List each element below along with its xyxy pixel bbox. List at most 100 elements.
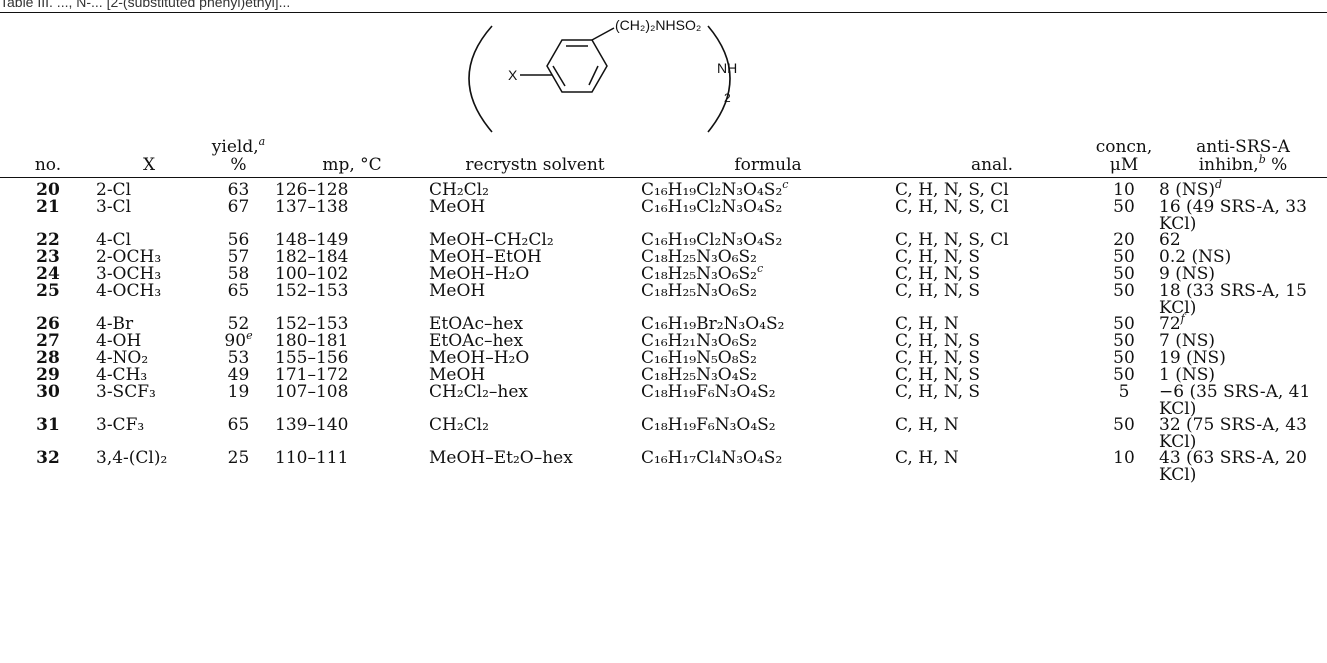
cell-no: 29: [36, 365, 60, 385]
cell-anal: C, H, N, S: [895, 348, 981, 368]
cell-x: 4-Cl: [96, 230, 132, 250]
cell-mp: 155–156: [275, 348, 349, 368]
compound-table: no. X yield,a % mp, °C recrystn solvent …: [0, 136, 1327, 483]
cell-concn: 50: [1113, 348, 1135, 368]
col-header-anal: anal.: [895, 138, 1089, 178]
col-header-concn: concn, μM: [1089, 138, 1159, 178]
cell-anal: C, H, N, S: [895, 382, 981, 402]
cell-anal: C, H, N, S: [895, 264, 981, 284]
cell-mp: 110–111: [275, 448, 349, 468]
dimer-subscript: 2: [724, 91, 731, 105]
cell-formula: C₁₆H₂₁N₃O₆S₂: [641, 331, 757, 351]
cell-inhibn: 43 (63 SRS-A, 20 KCl): [1159, 448, 1307, 485]
chain-label: (CH₂)₂NHSO₂: [615, 17, 701, 33]
cell-formula: C₁₆H₁₉Cl₂N₃O₄S₂c: [641, 178, 789, 200]
structure-drawing: X (CH₂)₂NHSO₂ NH 2: [468, 17, 737, 133]
cell-inhibn: 19 (NS): [1159, 348, 1226, 368]
cell-no: 31: [36, 415, 60, 435]
cell-anal: C, H, N: [895, 415, 959, 435]
cell-no: 30: [36, 382, 60, 402]
cell-inhibn: 8 (NS)d: [1159, 178, 1223, 200]
cell-solvent: MeOH–CH₂Cl₂: [429, 230, 554, 250]
cell-x: 3-SCF₃: [96, 382, 156, 402]
cell-yield: 65: [227, 281, 250, 301]
cell-mp: 182–184: [275, 247, 349, 267]
cell-concn: 50: [1113, 365, 1135, 385]
cell-mp: 152–153: [275, 314, 349, 334]
cell-inhibn: −6 (35 SRS-A, 41 KCl): [1159, 382, 1311, 419]
cell-yield: 63: [227, 180, 250, 200]
cell-yield: 90e: [224, 329, 253, 351]
cell-anal: C, H, N, S: [895, 331, 981, 351]
cell-x: 2-Cl: [96, 180, 132, 200]
cell-x: 4-Br: [96, 314, 134, 334]
cell-x: 3-OCH₃: [96, 264, 162, 284]
cell-formula: C₁₈H₂₅N₃O₆S₂: [641, 281, 757, 301]
cell-anal: C, H, N, S, Cl: [895, 230, 1009, 250]
cell-solvent: EtOAc–hex: [429, 314, 524, 334]
cell-concn: 50: [1113, 331, 1135, 351]
cell-concn: 50: [1113, 281, 1135, 301]
cell-formula: C₁₆H₁₉Cl₂N₃O₄S₂: [641, 197, 783, 217]
cell-inhibn: 9 (NS): [1159, 264, 1216, 284]
cell-concn: 50: [1113, 247, 1135, 267]
cell-no: 32: [36, 448, 60, 468]
cell-x: 4-OCH₃: [96, 281, 162, 301]
cell-concn: 50: [1113, 415, 1135, 435]
cell-inhibn: 18 (33 SRS-A, 15 KCl): [1159, 281, 1307, 318]
cell-solvent: EtOAc–hex: [429, 331, 524, 351]
cell-x: 3-CF₃: [96, 415, 145, 435]
cell-solvent: MeOH: [429, 197, 486, 217]
cell-mp: 100–102: [275, 264, 349, 284]
cell-inhibn: 0.2 (NS): [1159, 247, 1232, 267]
cell-anal: C, H, N, S: [895, 247, 981, 267]
cell-solvent: MeOH: [429, 365, 486, 385]
cell-anal: C, H, N, S, Cl: [895, 180, 1009, 200]
cell-solvent: CH₂Cl₂–hex: [429, 382, 529, 402]
cell-x: 3-Cl: [96, 197, 132, 217]
benzene-ring: [520, 27, 615, 93]
cell-formula: C₁₈H₂₅N₃O₆S₂c: [641, 262, 764, 284]
col-header-yield: yield,a %: [202, 136, 275, 178]
cell-yield: 65: [227, 415, 250, 435]
cell-no: 26: [36, 314, 60, 334]
cell-anal: C, H, N, S, Cl: [895, 197, 1009, 217]
cell-yield: 67: [227, 197, 250, 217]
cell-concn: 50: [1113, 197, 1135, 217]
cell-solvent: CH₂Cl₂: [429, 180, 489, 200]
cell-solvent: MeOH–H₂O: [429, 348, 530, 368]
cell-mp: 107–108: [275, 382, 349, 402]
left-paren: [468, 25, 493, 133]
cell-inhibn: 7 (NS): [1159, 331, 1216, 351]
cell-anal: C, H, N: [895, 314, 959, 334]
cell-anal: C, H, N, S: [895, 281, 981, 301]
cell-yield: 57: [227, 247, 250, 267]
col-header-mp: mp, °C: [275, 138, 429, 178]
cell-anal: C, H, N, S: [895, 365, 981, 385]
cell-formula: C₁₆H₁₉Cl₂N₃O₄S₂: [641, 230, 783, 250]
cell-mp: 148–149: [275, 230, 349, 250]
cell-inhibn: 62: [1159, 230, 1181, 250]
cell-yield: 56: [227, 230, 250, 250]
cell-formula: C₁₆H₁₉Br₂N₃O₄S₂: [641, 314, 785, 334]
cell-mp: 139–140: [275, 415, 349, 435]
amine-label: NH: [717, 60, 737, 76]
cell-solvent: MeOH–Et₂O–hex: [429, 448, 573, 468]
cell-inhibn: 1 (NS): [1159, 365, 1216, 385]
cell-solvent: MeOH: [429, 281, 486, 301]
cell-yield: 53: [227, 348, 250, 368]
cell-inhibn: 32 (75 SRS-A, 43 KCl): [1159, 415, 1307, 452]
cell-formula: C₁₆H₁₉N₅O₈S₂: [641, 348, 757, 368]
cell-concn: 10: [1113, 448, 1135, 468]
cell-concn: 5: [1118, 382, 1130, 402]
cell-mp: 171–172: [275, 365, 349, 385]
cell-yield: 58: [227, 264, 250, 284]
cell-x: 4-NO₂: [96, 348, 149, 368]
